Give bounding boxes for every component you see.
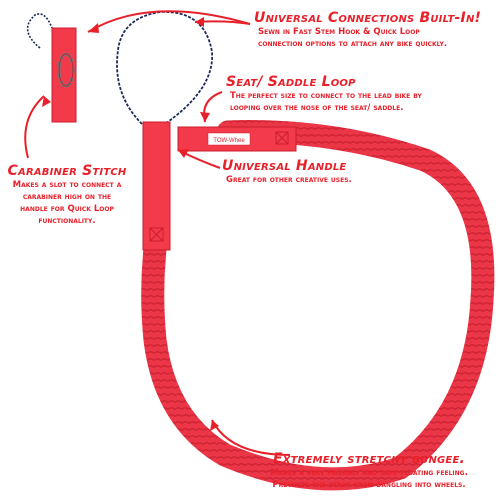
callout-title: Carabiner Stitch bbox=[7, 163, 127, 179]
callout-line: looping over the nose of the seat/ saddl… bbox=[230, 103, 404, 113]
callout-title: Universal Connections Built-In! bbox=[254, 10, 482, 26]
callout-line: Makes a very friendly and safe floating … bbox=[270, 468, 468, 478]
callout-line: functionality. bbox=[38, 216, 96, 226]
callout-universal-connections: Universal Connections Built-In! Sewn in … bbox=[254, 10, 481, 50]
callout-line: handle for Quick Loop bbox=[20, 204, 114, 214]
callout-carabiner-stitch: Carabiner Stitch Makes a slot to connect… bbox=[2, 163, 132, 227]
callout-title: Extremely stretchy bungee. bbox=[272, 451, 466, 467]
callout-line: Great for other creative uses. bbox=[226, 175, 352, 185]
callout-line: Prevents the strap from dangling into wh… bbox=[272, 480, 466, 490]
brand-logo: TOW-Whee bbox=[213, 138, 245, 144]
callout-stretchy-bungee: Extremely stretchy bungee. Makes a very … bbox=[238, 451, 500, 491]
callout-line: Sewn in Fast Stem Hook & Quick Loop bbox=[258, 27, 420, 37]
bungee-loop bbox=[141, 120, 495, 491]
callout-universal-handle: Universal Handle Great for other creativ… bbox=[222, 158, 352, 186]
arrowheads bbox=[42, 17, 219, 431]
inset-strap-carabiner bbox=[26, 13, 77, 123]
callout-line: carabiner high on the bbox=[22, 192, 112, 202]
cable-loop bbox=[116, 11, 213, 127]
universal-handle bbox=[142, 121, 171, 251]
callout-seat-saddle-loop: Seat/ Saddle Loop The perfect size to co… bbox=[226, 74, 422, 114]
callout-line: Makes a slot to connect a bbox=[12, 180, 122, 190]
callout-line: connection options to attach any bike qu… bbox=[258, 39, 448, 49]
callout-title: Seat/ Saddle Loop bbox=[226, 74, 356, 90]
callout-line: The perfect size to connect to the lead … bbox=[230, 91, 422, 101]
seat-saddle-loop: TOW-Whee bbox=[177, 126, 297, 152]
callout-title: Universal Handle bbox=[222, 158, 347, 174]
